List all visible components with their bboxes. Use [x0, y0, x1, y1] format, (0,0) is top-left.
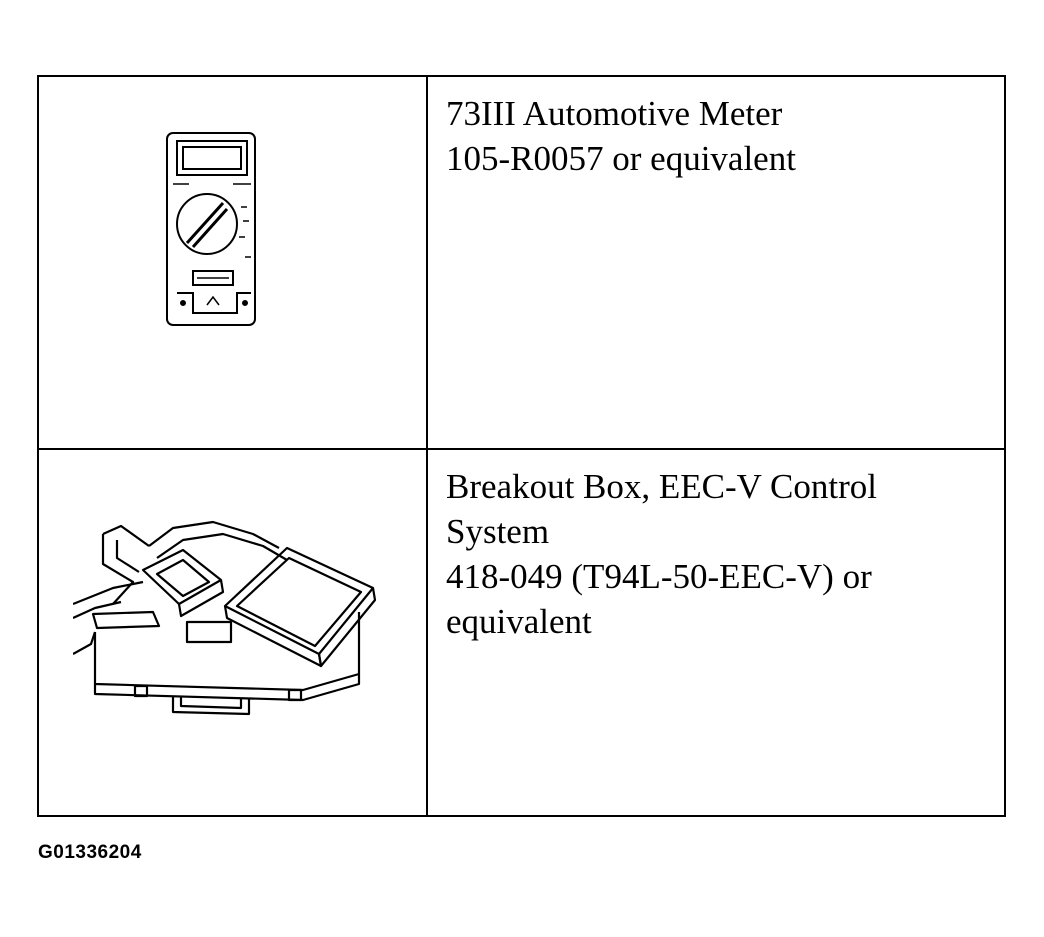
illustration-cell — [39, 77, 428, 448]
tool-name: 73III Automotive Meter — [446, 94, 783, 133]
tool-part-number-continued: equivalent — [446, 602, 592, 641]
tool-part-number: 418-049 (T94L-50-EEC-V) or — [446, 557, 872, 596]
tool-name: Breakout Box, EEC-V Control — [446, 467, 877, 506]
breakout-box-illustration — [73, 520, 377, 716]
tool-part-number: 105-R0057 or equivalent — [446, 139, 796, 178]
tool-row-multimeter: 73III Automotive Meter 105-R0057 or equi… — [39, 77, 1004, 450]
figure-id: G01336204 — [38, 842, 142, 863]
illustration-cell — [39, 450, 428, 817]
tool-name-continued: System — [446, 512, 550, 551]
multimeter-illustration — [166, 132, 256, 326]
tool-description: 73III Automotive Meter 105-R0057 or equi… — [428, 77, 1004, 448]
tool-table: 73III Automotive Meter 105-R0057 or equi… — [37, 75, 1006, 817]
tool-description: Breakout Box, EEC-V Control System 418-0… — [428, 450, 1004, 817]
tool-row-breakout-box: Breakout Box, EEC-V Control System 418-0… — [39, 450, 1004, 817]
